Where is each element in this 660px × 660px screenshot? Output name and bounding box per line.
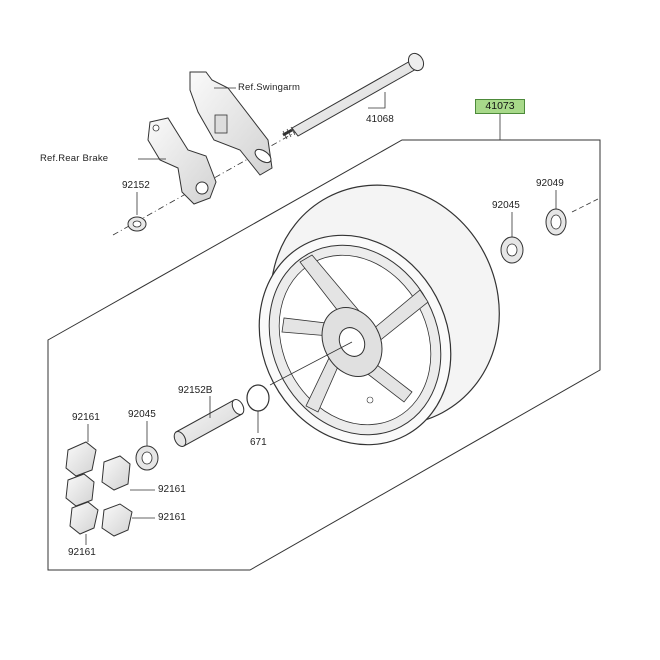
axle-label[interactable]: 41068: [366, 114, 394, 125]
bearing-left-label[interactable]: 92045: [128, 409, 156, 420]
damper-lower-label[interactable]: 92161: [158, 512, 186, 523]
oil-seal-label[interactable]: 92049: [536, 178, 564, 189]
swingarm-bracket: [189, 71, 273, 176]
damper-mid-part: [65, 455, 155, 507]
collar-left-label[interactable]: 92152: [122, 180, 150, 191]
assembly-part-number[interactable]: 41073: [475, 99, 525, 114]
assembly-highlight: [475, 99, 525, 114]
wheel-part: [258, 184, 500, 446]
bearing-left-part: [135, 421, 159, 471]
bearing-right-part: [500, 212, 524, 264]
collar-center-label[interactable]: 92152B: [178, 385, 213, 396]
o-ring-part: [246, 384, 270, 433]
bearing-right-label[interactable]: 92045: [492, 200, 520, 211]
ref-swingarm-label[interactable]: Ref.Swingarm: [238, 82, 301, 93]
ref-rear-brake-label[interactable]: Ref.Rear Brake: [40, 153, 109, 164]
centerline-wheel: [269, 341, 353, 386]
o-ring-label[interactable]: 671: [250, 437, 267, 448]
damper-bottom-label[interactable]: 92161: [68, 547, 96, 558]
assembly-boundary: [47, 139, 601, 571]
damper-top-part: [65, 424, 97, 477]
collar-left-part: [127, 192, 147, 232]
oil-seal-part: [545, 190, 601, 236]
collar-center-part: [173, 396, 245, 447]
brake-bracket: [147, 117, 217, 205]
damper-mid-label[interactable]: 92161: [158, 484, 186, 495]
damper-top-label[interactable]: 92161: [72, 412, 100, 423]
axle-part: [112, 52, 425, 236]
damper-bottom-part: [69, 501, 99, 545]
damper-lower-part: [101, 503, 155, 537]
